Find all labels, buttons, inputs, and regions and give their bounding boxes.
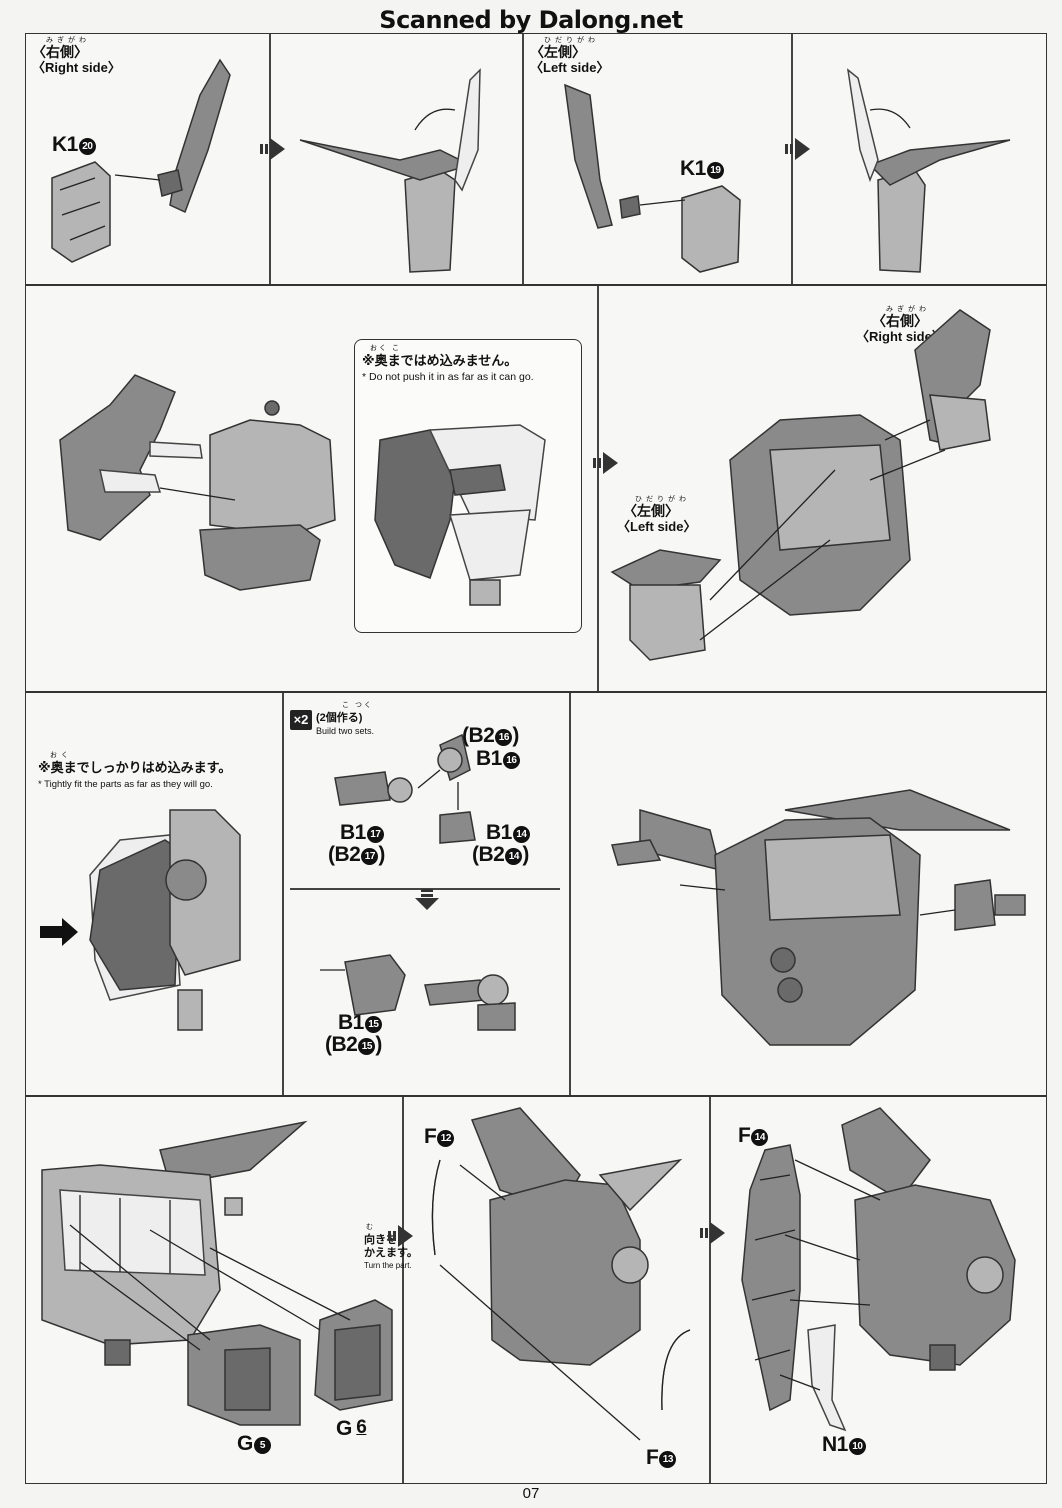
step2-right-side-label: みぎがわ 〈右側〉 〈Right side〉 — [856, 306, 945, 344]
build-two-sets-badge: ×2 — [290, 710, 312, 730]
page-number: 07 — [522, 1485, 540, 1502]
step2-note: おく こ ※奥まではめ込みません。 * Do not push it in as… — [362, 345, 534, 383]
step-arrow — [785, 138, 810, 160]
shoulder-block-right — [51, 58, 1011, 273]
step3-note: おく ※奥までしっかりはめ込みます。 * Tightly fit the par… — [38, 752, 232, 790]
scanned-by-header: Scanned by Dalong.net — [379, 6, 683, 34]
step2-left-side-label: ひだりがわ 〈左側〉 〈Left side〉 — [617, 496, 697, 534]
step-arrow — [700, 1222, 725, 1244]
build-two-sets-label: こ つく (2個作る) Build two sets. — [316, 702, 375, 736]
step-arrow — [388, 1225, 413, 1247]
step-arrow — [260, 138, 285, 160]
down-arrow — [415, 888, 439, 910]
step1-left-side-label: ひだりがわ 〈左側〉 〈Left side〉 — [530, 37, 610, 75]
step-arrow — [593, 452, 618, 474]
torso-assembly-step2 — [59, 309, 991, 661]
step1-right-side-label: みぎがわ 〈右側〉 〈Right side〉 — [32, 37, 121, 75]
torso-side-panels — [41, 1107, 1016, 1441]
thruster-subassembly — [40, 733, 1026, 1046]
